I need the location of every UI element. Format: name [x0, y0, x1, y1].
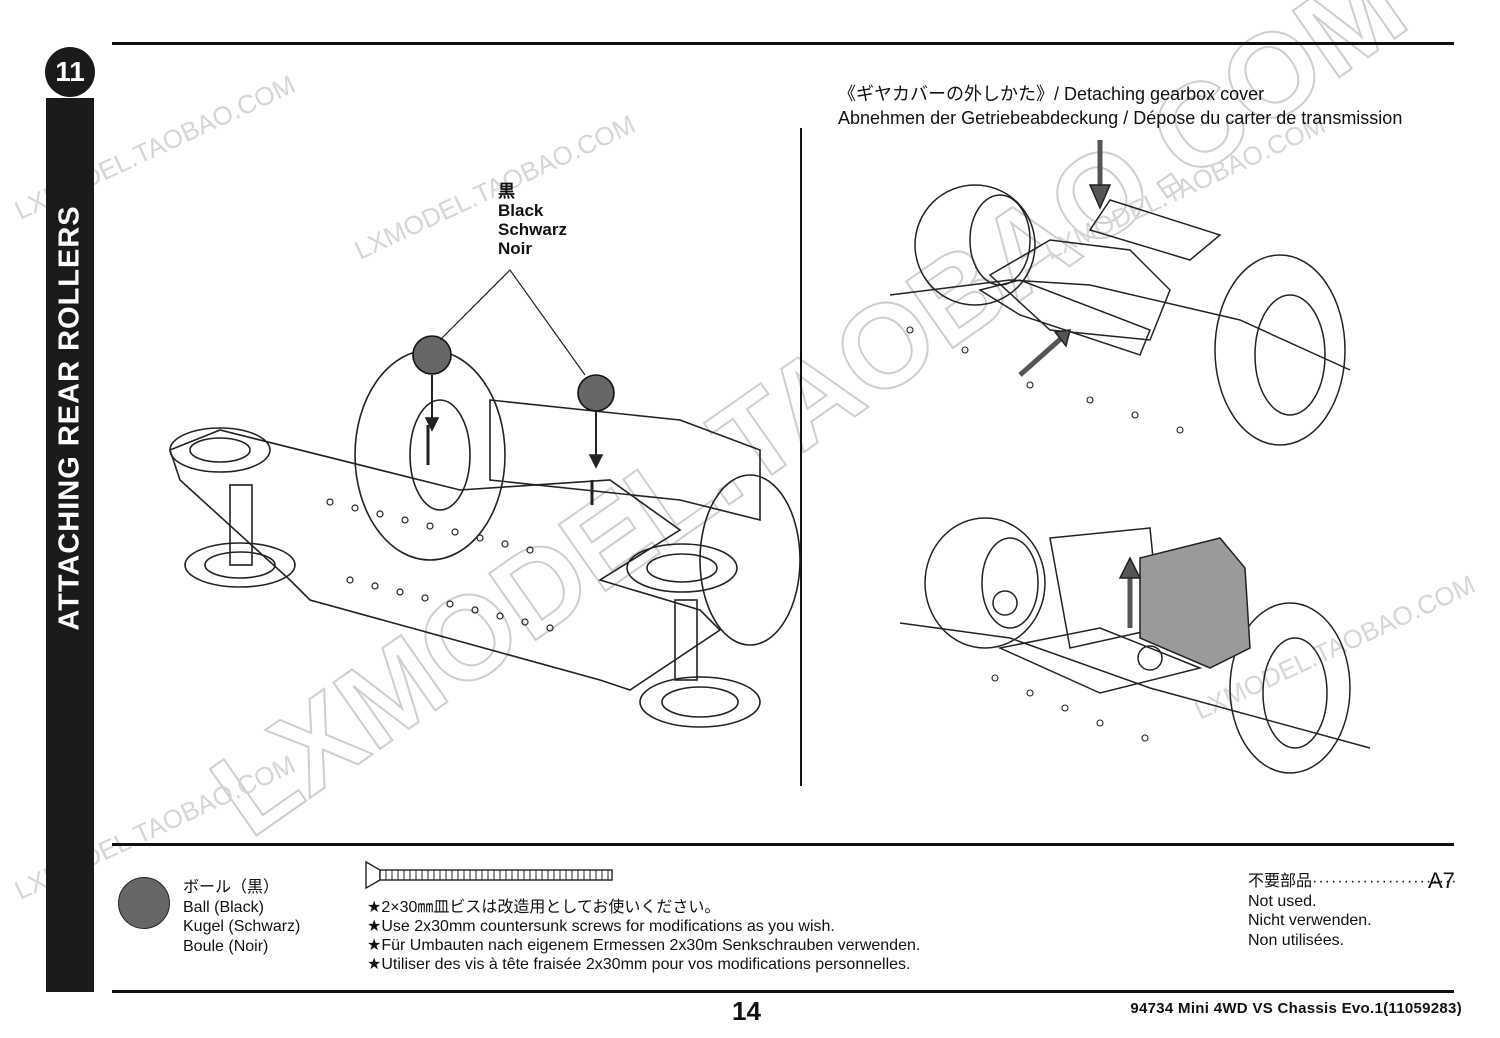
screw-note-fr: ★Utiliser des vis à tête fraisée 2x30mm … [367, 956, 911, 973]
roller-left-bottom [184, 542, 296, 588]
ball-name-de: Kugel (Schwarz) [183, 918, 301, 935]
ball-part-labels: ボール（黒） Ball (Black) Kugel (Schwarz) Boul… [183, 878, 300, 956]
not-used-jp: 不要部品 [1248, 873, 1313, 890]
callout-jp: 黒 [498, 182, 515, 201]
rear-roller-illustration [169, 269, 801, 728]
ball-ref-2 [1137, 645, 1163, 671]
ball-black-1 [412, 335, 452, 375]
callout-de: Schwarz [498, 220, 567, 239]
roller-left-top [169, 427, 271, 473]
not-used-de: Nicht verwenden. [1248, 912, 1372, 929]
parts-top-rule [112, 843, 1454, 846]
gear-cover [1088, 199, 1222, 261]
ball-name-jp: ボール（黒） [183, 879, 280, 896]
step-title: ATTACHING REAR ROLLERS [53, 205, 86, 631]
gearbox-cover-bottom-illustration [899, 517, 1371, 774]
rear-wheel [1214, 254, 1346, 446]
chassis-plate [889, 279, 1351, 371]
screw-notes: ★2×30㎜皿ビスは改造用としてお使いください。 ★Use 2x30mm cou… [367, 898, 920, 974]
callout-en: Black [498, 201, 544, 220]
step-number-badge: 11 [45, 47, 95, 97]
page-number: 14 [732, 996, 761, 1026]
part-code-a7: A7 [1428, 868, 1455, 893]
removed-gear-cover [1139, 537, 1251, 669]
front-wheel [914, 184, 1036, 306]
roller-right-top [626, 543, 738, 593]
watermark-small-2: LXMODEL.TAOBAO.COM [350, 109, 640, 265]
leader-dots: ······················· [1312, 873, 1458, 890]
rear-wheel-2 [1229, 602, 1351, 774]
ball-part-swatch [118, 877, 170, 929]
panel-divider [800, 128, 802, 786]
rear-wheel-right [699, 474, 801, 646]
not-used-fr: Non utilisées. [1248, 931, 1345, 949]
roller-stay-plate [169, 429, 722, 691]
parts-bottom-rule [112, 990, 1454, 993]
step-title-bar: ATTACHING REAR ROLLERS [46, 98, 94, 992]
ball-ref-1 [992, 590, 1018, 616]
rear-wheel-left-hub [409, 399, 471, 511]
detach-title-de-fr: Abnehmen der Getriebeabdeckung / Dépose … [838, 108, 1403, 128]
product-code: 94734 Mini 4WD VS Chassis Evo.1(11059283… [1130, 1000, 1462, 1017]
countersunk-screw-icon [365, 860, 613, 890]
front-wheel-2 [924, 517, 1046, 649]
motor-body [489, 399, 761, 522]
detach-title-en: / Detaching gearbox cover [1054, 84, 1265, 104]
screw-note-en: ★Use 2x30mm countersunk screws for modif… [367, 918, 835, 935]
screw-note-de: ★Für Umbauten nach eigenem Ermessen 2x30… [367, 937, 921, 954]
detach-gearbox-title: 《ギヤカバーの外しかた》/ Detaching gearbox cover Ab… [838, 82, 1402, 130]
detach-title-jp: 《ギヤカバーの外しかた》 [838, 84, 1054, 104]
ball-color-callout: 黒 Black Schwarz Noir [498, 182, 567, 258]
not-used-labels: 不要部品······················· Not used. Ni… [1248, 872, 1458, 950]
ball-name-en: Ball (Black) [183, 898, 264, 916]
not-used-en: Not used. [1248, 892, 1317, 910]
gearbox-cover-top-illustration [889, 140, 1351, 446]
callout-fr: Noir [498, 239, 532, 258]
ball-black-2 [577, 374, 615, 412]
top-rule [112, 42, 1454, 45]
roller-right-bottom [639, 676, 761, 728]
screw-note-jp: ★2×30㎜皿ビスは改造用としてお使いください。 [367, 899, 721, 916]
ball-name-fr: Boule (Noir) [183, 937, 269, 955]
